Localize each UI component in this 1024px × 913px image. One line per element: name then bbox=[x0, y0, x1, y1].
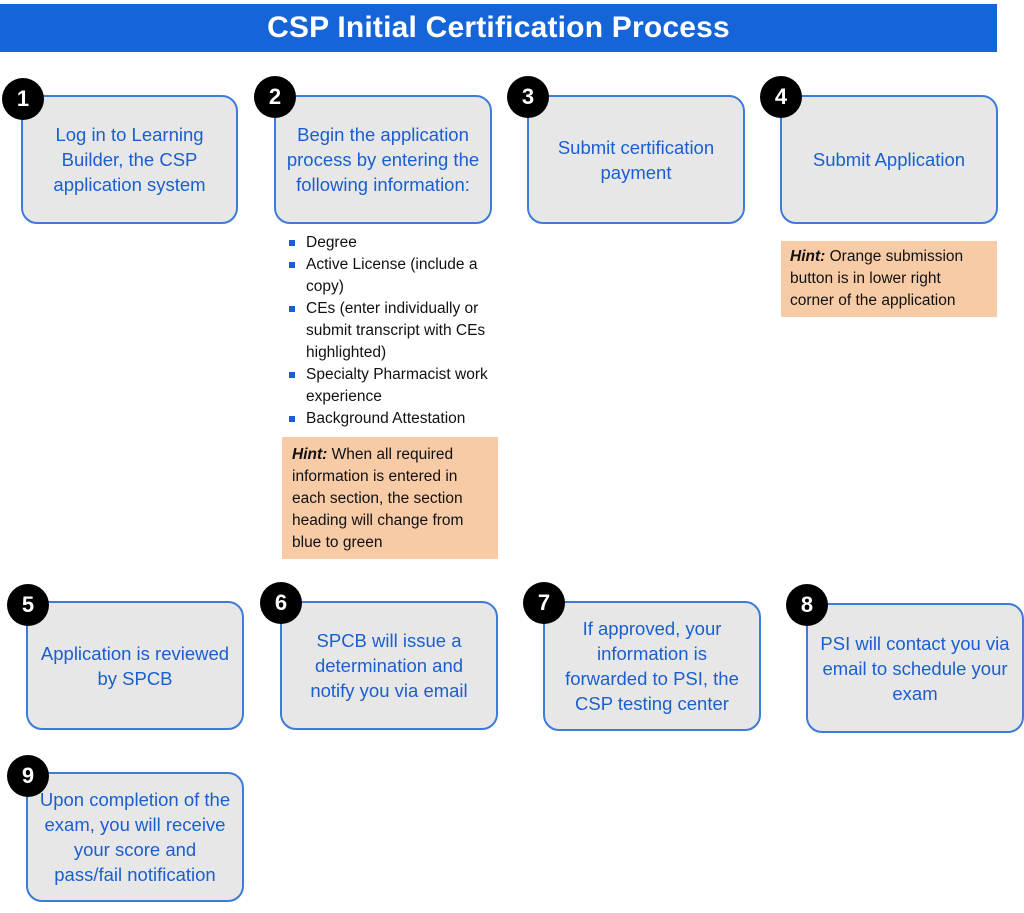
step-number-2: 2 bbox=[254, 76, 296, 118]
step-text-2: Begin the application process by enterin… bbox=[286, 124, 480, 195]
hint-label: Hint: bbox=[292, 446, 328, 463]
step-box-2: Begin the application process by enterin… bbox=[274, 95, 492, 224]
step-number-7: 7 bbox=[523, 582, 565, 624]
step-number-9: 9 bbox=[7, 755, 49, 797]
step-text-3: Submit certification payment bbox=[557, 136, 715, 183]
step-box-1: Log in to Learning Builder, the CSP appl… bbox=[21, 95, 238, 224]
step-number-3: 3 bbox=[507, 76, 549, 118]
step-box-4: Submit Application bbox=[780, 95, 998, 224]
step-box-5: Application is reviewed by SPCB bbox=[26, 601, 244, 730]
list-item: CEs (enter individually or submit transc… bbox=[287, 298, 502, 364]
title-bar: CSP Initial Certification Process bbox=[0, 4, 997, 52]
step-text-4: Submit Application bbox=[812, 149, 966, 170]
required-info-list: Degree Active License (include a copy) C… bbox=[287, 232, 502, 430]
step-text-5: Application is reviewed by SPCB bbox=[40, 642, 230, 689]
step-number-4: 4 bbox=[760, 76, 802, 118]
list-item: Background Attestation bbox=[287, 408, 502, 430]
hint-text: Orange submission button is in lower rig… bbox=[790, 248, 964, 309]
hint-box-step4: Hint: Orange submission button is in low… bbox=[781, 241, 997, 317]
list-item: Specialty Pharmacist work experience bbox=[287, 364, 502, 408]
step-text-7: If approved, your information is forward… bbox=[565, 618, 739, 714]
step-number-1: 1 bbox=[2, 78, 44, 120]
step-box-9: Upon completion of the exam, you will re… bbox=[26, 772, 244, 902]
list-item: Active License (include a copy) bbox=[287, 254, 502, 298]
hint-text: When all required information is entered… bbox=[292, 446, 464, 551]
step-text-9: Upon completion of the exam, you will re… bbox=[39, 789, 231, 885]
page-title: CSP Initial Certification Process bbox=[267, 11, 730, 44]
list-item: Degree bbox=[287, 232, 502, 254]
hint-label: Hint: bbox=[790, 248, 826, 265]
step-box-8: PSI will contact you via email to schedu… bbox=[806, 603, 1024, 733]
step-box-7: If approved, your information is forward… bbox=[543, 601, 761, 731]
step-text-1: Log in to Learning Builder, the CSP appl… bbox=[53, 124, 206, 195]
step-box-3: Submit certification payment bbox=[527, 95, 745, 224]
step-number-6: 6 bbox=[260, 582, 302, 624]
step-text-6: SPCB will issue a determination and noti… bbox=[310, 630, 468, 701]
step-number-5: 5 bbox=[7, 584, 49, 626]
step-number-8: 8 bbox=[786, 584, 828, 626]
step-text-8: PSI will contact you via email to schedu… bbox=[820, 632, 1010, 704]
step-box-6: SPCB will issue a determination and noti… bbox=[280, 601, 498, 730]
hint-box-step2: Hint: When all required information is e… bbox=[282, 437, 498, 559]
